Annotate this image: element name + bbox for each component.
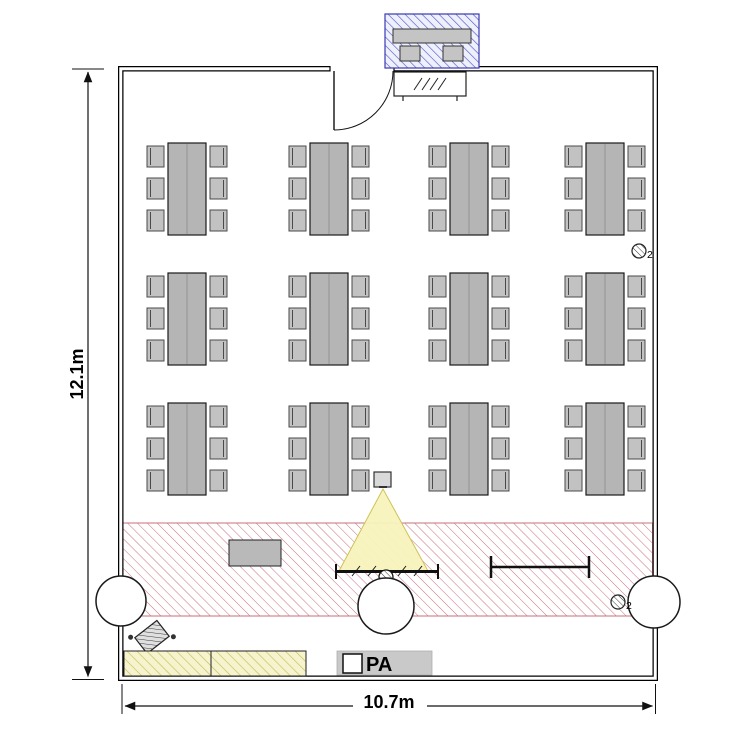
- entrance-table: [393, 71, 467, 101]
- table-hatch-mark: [413, 77, 423, 91]
- pa-label: PA: [366, 654, 392, 676]
- projection-screen: [335, 564, 439, 585]
- platform-area: [123, 650, 307, 677]
- projector: [373, 471, 392, 488]
- outlet-icon-bottom: 2: [610, 594, 632, 612]
- screen-tick: [351, 565, 361, 577]
- room-walls: [118, 66, 658, 681]
- outlet-icon-right: 2: [631, 243, 653, 261]
- table-group: [428, 272, 510, 366]
- table-hatch-mark: [421, 77, 431, 91]
- height-dimension: 12.1m: [67, 68, 104, 680]
- trolley-hatch: [134, 620, 170, 654]
- booth-chair: [442, 45, 464, 62]
- projector-body: [373, 471, 392, 488]
- column-left: [95, 575, 147, 627]
- table-group: [564, 142, 646, 236]
- width-dimension-label: 10.7m: [363, 692, 414, 712]
- partition-table: [489, 556, 591, 578]
- entrance-table-top: [393, 71, 467, 97]
- screen-tick: [397, 565, 407, 577]
- pa-station: PA: [336, 650, 433, 676]
- screen-tick: [367, 565, 377, 577]
- outlet-count-label: 2: [626, 600, 632, 612]
- outlet-count-label: 2: [647, 249, 653, 261]
- table-group: [428, 402, 510, 496]
- column-center: [357, 577, 415, 635]
- screen-tick: [413, 565, 423, 577]
- seating-area: [146, 142, 646, 496]
- trolley-caster: [170, 634, 176, 640]
- column-right: [627, 575, 681, 629]
- table-group: [428, 142, 510, 236]
- table-hatch-mark: [437, 77, 447, 91]
- entrance-booth: [384, 13, 480, 69]
- door-swing-arc: [333, 70, 394, 131]
- table-group: [288, 402, 370, 496]
- table-group: [288, 142, 370, 236]
- table-group: [146, 142, 228, 236]
- table-group: [564, 402, 646, 496]
- table-group: [564, 272, 646, 366]
- height-dimension-label: 12.1m: [67, 348, 87, 399]
- wall-core: [119, 67, 657, 680]
- table-group: [146, 402, 228, 496]
- entrance-door: [333, 70, 394, 131]
- table-hatch-mark: [429, 77, 439, 91]
- stage-platform: [123, 650, 307, 677]
- booth-chair: [399, 45, 421, 62]
- stage-side-table: [228, 539, 282, 567]
- outlet-hatch: [611, 595, 625, 609]
- table-group: [146, 272, 228, 366]
- trolley-caster: [128, 634, 134, 640]
- equipment-trolley: [128, 619, 176, 655]
- width-dimension: 10.7m: [121, 684, 656, 714]
- booth-desk: [392, 28, 472, 44]
- pa-speaker-box: [342, 653, 363, 674]
- dimension-label-mask: [353, 692, 427, 712]
- table-group: [288, 272, 370, 366]
- outlet-hatch: [632, 244, 646, 258]
